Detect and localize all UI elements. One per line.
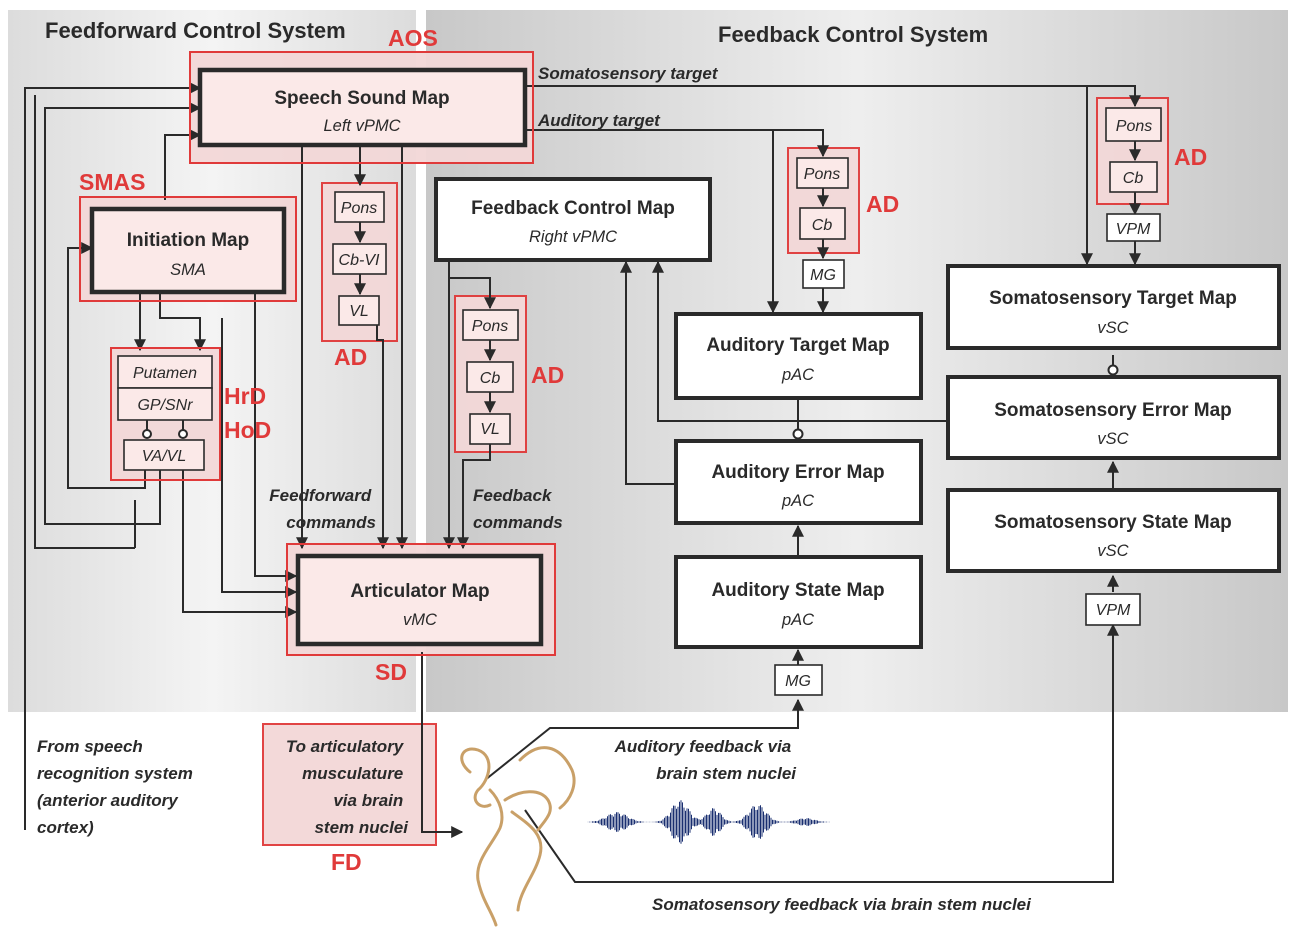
head-illustration-icon xyxy=(460,746,576,927)
label-feedforward-commands: Feedforward commands xyxy=(269,486,376,532)
label-hrd: HrD xyxy=(224,383,266,409)
somatosensory-error-map-title: Somatosensory Error Map xyxy=(994,400,1232,421)
somatosensory-target-line xyxy=(525,85,1141,108)
relays-feedback: Pons Cb VL xyxy=(462,309,519,445)
somatosensory-error-map: Somatosensory Error Map vSC xyxy=(946,375,1281,460)
relay-cb-aud: Cb xyxy=(812,217,833,234)
label-auditory-target: Auditory target xyxy=(537,111,661,130)
feedback-control-map-sub: Right vPMC xyxy=(529,228,617,246)
somatosensory-target-map-sub: vSC xyxy=(1097,319,1128,337)
label-ad-fb: AD xyxy=(531,362,564,388)
relay-pons-fb: Pons xyxy=(472,318,508,335)
label-to-articulatory: To articulatory musculature via brain st… xyxy=(286,737,409,837)
label-somatosensory-target: Somatosensory target xyxy=(538,64,719,83)
auditory-state-map: Auditory State Map pAC xyxy=(674,555,923,649)
label-from-speech: From speech recognition system (anterior… xyxy=(37,737,198,837)
label-feedback-commands: Feedback commands xyxy=(473,486,563,532)
waveform-trace xyxy=(587,800,830,844)
feedforward-system-title: Feedforward Control System xyxy=(45,18,346,43)
relay-cb-fb: Cb xyxy=(480,370,501,387)
label-ad-aud: AD xyxy=(866,191,899,217)
relay-pons-aud: Pons xyxy=(804,166,840,183)
somatosensory-state-map: Somatosensory State Map vSC xyxy=(946,488,1281,573)
fd-region xyxy=(262,723,437,846)
somatosensory-error-map-sub: vSC xyxy=(1097,430,1128,448)
label-ad-soma: AD xyxy=(1174,144,1207,170)
articulator-map-title: Articulator Map xyxy=(350,581,489,602)
auditory-target-line xyxy=(525,129,829,158)
auditory-error-map-sub: pAC xyxy=(781,492,814,510)
somatosensory-target-map: Somatosensory Target Map vSC xyxy=(946,264,1281,350)
auditory-error-map: Auditory Error Map pAC xyxy=(674,439,923,525)
relay-cb-soma: Cb xyxy=(1123,170,1144,187)
articulator-map-sub: vMC xyxy=(403,611,437,629)
label-ad-ff: AD xyxy=(334,344,367,370)
label-auditory-feedback: Auditory feedback via brain stem nuclei xyxy=(614,737,798,783)
speech-sound-map-title: Speech Sound Map xyxy=(274,88,449,109)
label-somatosensory-feedback: Somatosensory feedback via brain stem nu… xyxy=(652,895,1032,914)
auditory-state-map-title: Auditory State Map xyxy=(711,580,884,601)
feedback-system-title: Feedback Control System xyxy=(718,22,988,47)
relay-vpm-top: VPM xyxy=(1116,221,1151,238)
auditory-target-map: Auditory Target Map pAC xyxy=(674,312,923,400)
initiation-map-title: Initiation Map xyxy=(127,230,249,251)
speech-sound-map: Speech Sound Map Left vPMC xyxy=(197,67,528,148)
somatosensory-state-map-sub: vSC xyxy=(1097,542,1128,560)
auditory-error-map-title: Auditory Error Map xyxy=(711,462,884,483)
feedback-control-map-title: Feedback Control Map xyxy=(471,198,675,219)
relay-putamen: Putamen xyxy=(133,365,197,382)
relay-mg-bottom: MG xyxy=(785,673,811,690)
initiation-map-sub: SMA xyxy=(170,261,206,279)
relay-vpm-bottom: VPM xyxy=(1096,602,1131,619)
relay-vl-ff: VL xyxy=(349,303,369,320)
label-aos: AOS xyxy=(388,25,438,51)
auditory-target-map-title: Auditory Target Map xyxy=(706,335,889,356)
relays-feedforward: Pons Cb-VI VL xyxy=(332,191,387,326)
connections xyxy=(24,82,1141,883)
relay-vl-fb: VL xyxy=(480,421,500,438)
somatosensory-state-map-title: Somatosensory State Map xyxy=(994,512,1232,533)
label-fd: FD xyxy=(331,849,362,875)
auditory-state-map-sub: pAC xyxy=(781,611,814,629)
basal-ganglia: Putamen GP/SNr VA/VL xyxy=(117,355,213,471)
articulator-map: Articulator Map vMC xyxy=(295,553,544,647)
label-sd: SD xyxy=(375,659,407,685)
relay-pons-ff: Pons xyxy=(341,200,377,217)
relays-somatosensory: Pons Cb VPM VPM xyxy=(1085,107,1162,626)
speech-sound-map-sub: Left vPMC xyxy=(323,117,400,135)
auditory-target-map-sub: pAC xyxy=(781,366,814,384)
relay-gp-snr: GP/SNr xyxy=(137,397,193,414)
somatosensory-target-map-title: Somatosensory Target Map xyxy=(989,288,1237,309)
label-hod: HoD xyxy=(224,417,271,443)
initiation-map: Initiation Map SMA xyxy=(89,206,287,295)
feedback-control-map: Feedback Control Map Right vPMC xyxy=(434,177,712,262)
relay-pons-soma: Pons xyxy=(1116,118,1152,135)
label-smas: SMAS xyxy=(79,169,145,195)
relay-mg-top: MG xyxy=(810,267,836,284)
relays-auditory: Pons Cb MG MG xyxy=(774,157,849,696)
waveform-icon xyxy=(587,800,830,844)
relay-va-vl: VA/VL xyxy=(142,448,186,465)
relay-cb-vi: Cb-VI xyxy=(339,252,380,269)
